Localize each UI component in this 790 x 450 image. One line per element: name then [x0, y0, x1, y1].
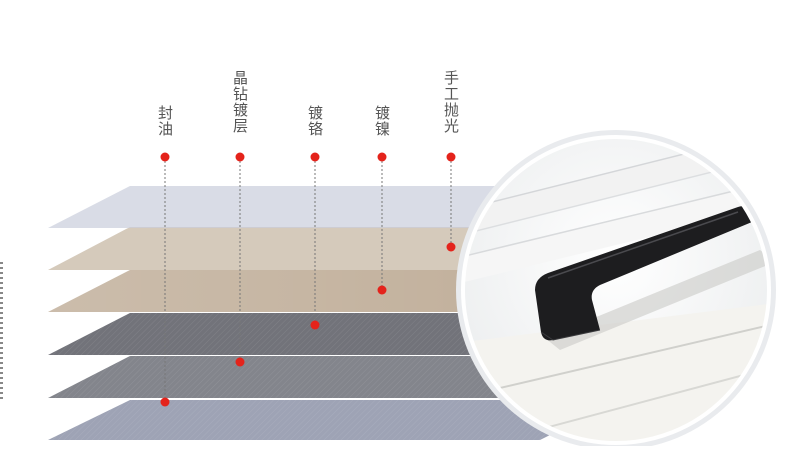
marker-dot	[377, 285, 387, 295]
marker-dot	[377, 152, 387, 162]
leader-lines	[164, 157, 452, 402]
marker-dot	[446, 242, 456, 252]
marker-dot	[310, 320, 320, 330]
label-crystal-diamond-plating: 晶钻镀层	[231, 70, 249, 134]
marker-dot	[160, 397, 170, 407]
cabinet-handle	[535, 206, 752, 341]
marker-dot	[310, 152, 320, 162]
label-sealing-oil: 封油	[156, 105, 174, 137]
label-hand-polishing: 手工抛光	[442, 70, 460, 134]
marker-dot	[160, 152, 170, 162]
label-nickel-plating: 镀镍	[373, 105, 391, 137]
layer-markers	[160, 242, 456, 407]
label-chrome-plating: 镀铬	[306, 105, 324, 137]
edge-divider	[0, 262, 3, 402]
marker-dot	[446, 152, 456, 162]
marker-dot	[235, 152, 245, 162]
marker-dot	[235, 357, 245, 367]
top-markers	[160, 152, 456, 162]
layer-bottom	[48, 400, 620, 440]
